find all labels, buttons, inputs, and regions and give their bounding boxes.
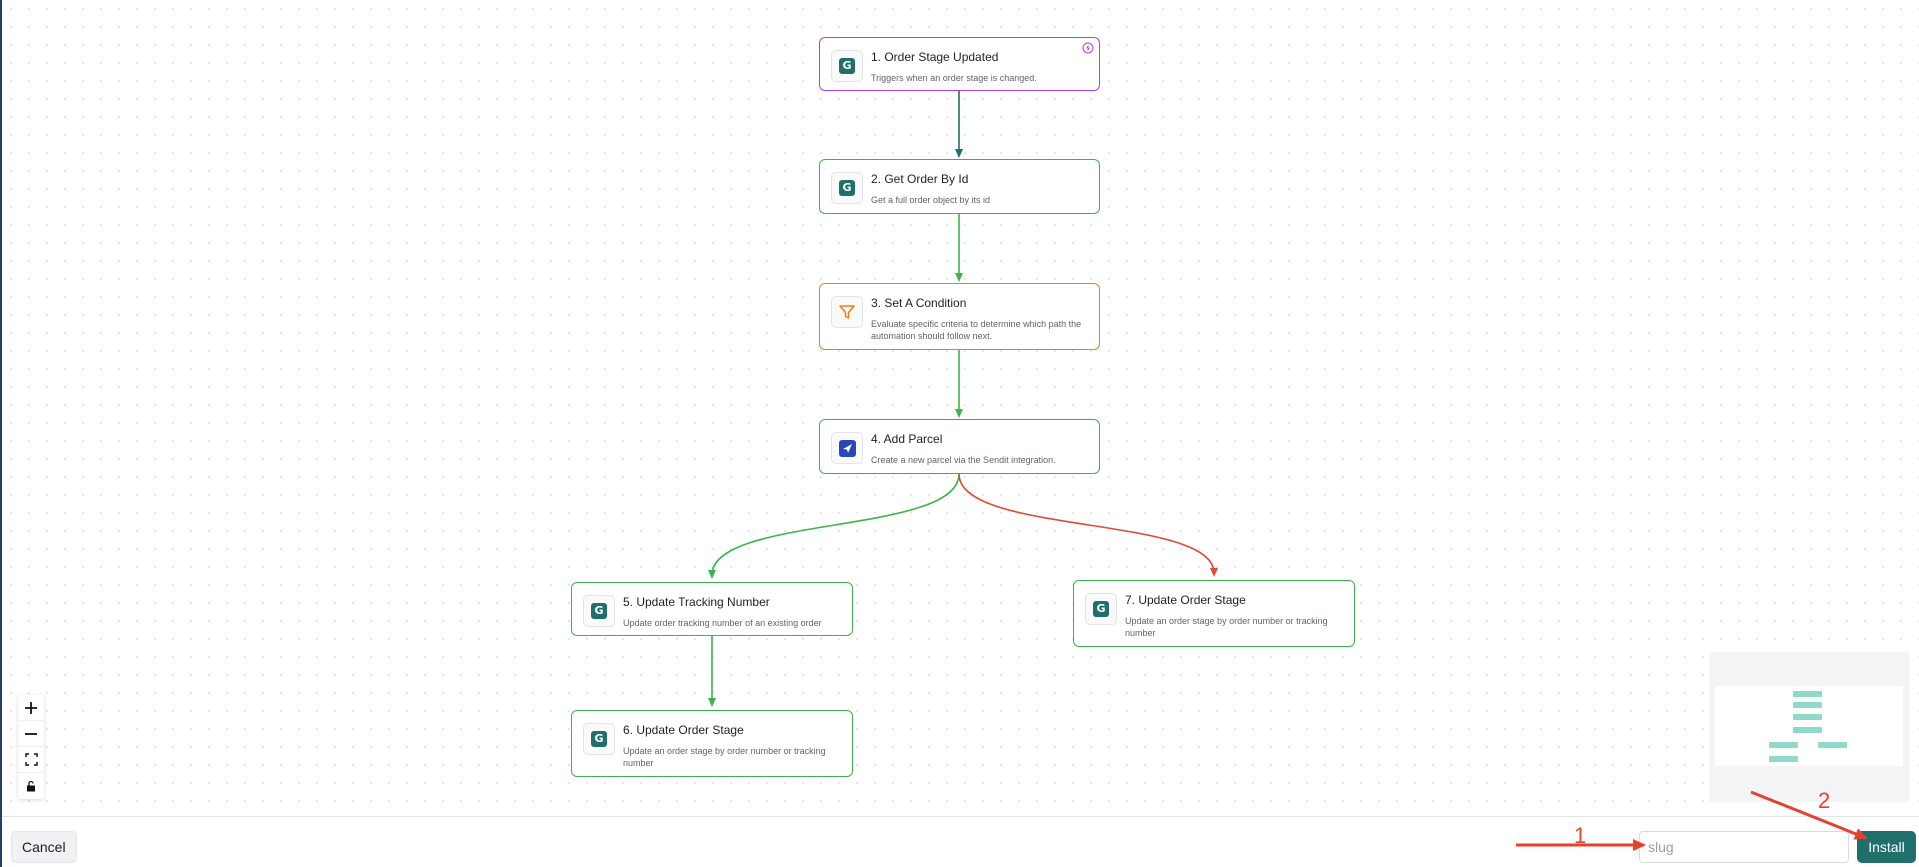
node-description: Triggers when an order stage is changed. bbox=[871, 73, 1037, 83]
node-description: Evaluate specific criteria to determine … bbox=[871, 319, 1082, 341]
minimap-node bbox=[1818, 742, 1847, 748]
minimap-node bbox=[1769, 742, 1798, 748]
minimap[interactable] bbox=[1709, 652, 1909, 802]
workflow-node-condition[interactable]: 3. Set A Condition Evaluate specific cri… bbox=[819, 283, 1100, 350]
cancel-button[interactable]: Cancel bbox=[11, 831, 77, 863]
node-description: Create a new parcel via the Sendit integ… bbox=[871, 455, 1056, 465]
canvas-controls bbox=[18, 695, 44, 799]
minimap-viewport bbox=[1715, 686, 1903, 766]
slug-input[interactable] bbox=[1639, 831, 1849, 863]
workflow-canvas[interactable]: G 1. Order Stage Updated Triggers when a… bbox=[2, 0, 1919, 816]
lock-icon[interactable] bbox=[18, 773, 44, 799]
g-logo-icon: G bbox=[831, 50, 863, 82]
node-title: 4. Add Parcel bbox=[871, 432, 943, 446]
node-title: 6. Update Order Stage bbox=[623, 723, 744, 737]
node-description: Update an order stage by order number or… bbox=[623, 746, 826, 768]
install-button[interactable]: Install bbox=[1857, 831, 1916, 863]
minimap-node bbox=[1769, 756, 1798, 762]
workflow-edges bbox=[708, 91, 1218, 707]
zoom-out-icon[interactable] bbox=[18, 721, 44, 747]
g-logo-icon: G bbox=[831, 172, 863, 204]
sendit-logo-icon bbox=[831, 432, 863, 464]
node-title: 1. Order Stage Updated bbox=[871, 50, 999, 64]
g-logo-icon: G bbox=[583, 723, 615, 755]
edge-4-7 bbox=[958, 473, 1218, 577]
workflow-node-trigger[interactable]: G 1. Order Stage Updated Triggers when a… bbox=[819, 37, 1100, 91]
workflow-node-update-tracking[interactable]: G 5. Update Tracking Number Update order… bbox=[571, 582, 853, 636]
minimap-node bbox=[1793, 702, 1822, 708]
trigger-bolt-icon bbox=[1082, 42, 1094, 54]
workflow-node-get-order[interactable]: G 2. Get Order By Id Get a full order ob… bbox=[819, 159, 1100, 214]
edge-4-5 bbox=[708, 473, 960, 579]
node-description: Update an order stage by order number or… bbox=[1125, 616, 1328, 638]
workflow-node-add-parcel[interactable]: 4. Add Parcel Create a new parcel via th… bbox=[819, 419, 1100, 474]
minimap-node bbox=[1793, 727, 1822, 733]
workflow-node-update-stage-failure[interactable]: G 7. Update Order Stage Update an order … bbox=[1073, 580, 1355, 647]
filter-icon bbox=[831, 296, 863, 328]
annotation-label-2: 2 bbox=[1818, 788, 1831, 813]
footer-bar: Cancel Install bbox=[2, 816, 1919, 867]
zoom-in-icon[interactable] bbox=[18, 695, 44, 721]
node-title: 2. Get Order By Id bbox=[871, 172, 969, 186]
node-title: 7. Update Order Stage bbox=[1125, 593, 1246, 607]
minimap-node bbox=[1793, 714, 1822, 720]
fit-view-icon[interactable] bbox=[18, 747, 44, 773]
g-logo-icon: G bbox=[1085, 593, 1117, 625]
g-logo-icon: G bbox=[583, 595, 615, 627]
node-description: Get a full order object by its id bbox=[871, 195, 991, 205]
annotation-label-1: 1 bbox=[1574, 823, 1587, 848]
node-title: 3. Set A Condition bbox=[871, 296, 967, 310]
workflow-node-update-stage-success[interactable]: G 6. Update Order Stage Update an order … bbox=[571, 710, 853, 777]
minimap-node bbox=[1793, 691, 1822, 697]
node-title: 5. Update Tracking Number bbox=[623, 595, 770, 609]
node-description: Update order tracking number of an exist… bbox=[623, 618, 822, 628]
